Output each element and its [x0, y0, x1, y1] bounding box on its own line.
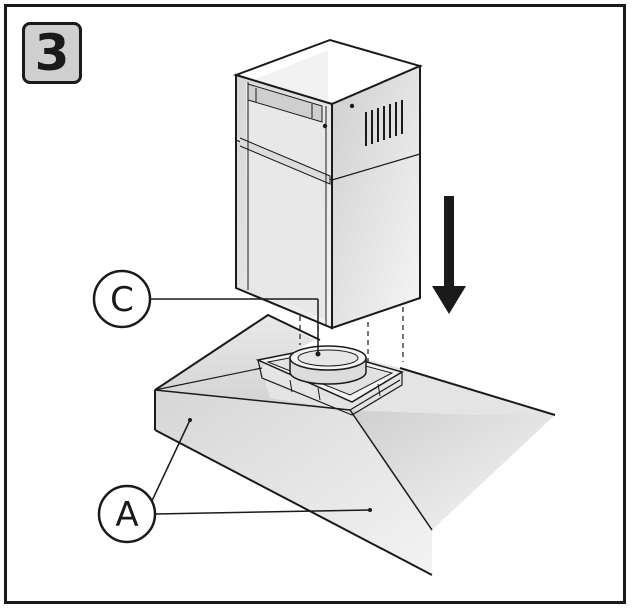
canopy-side-face	[350, 410, 555, 530]
duct-collar	[289, 345, 367, 385]
arrow-down-icon	[432, 196, 466, 314]
canopy-front-face	[155, 390, 432, 575]
step-badge: 3	[22, 22, 82, 84]
callout-a: A	[97, 419, 371, 544]
chimney-right-panel	[331, 64, 421, 330]
chimney-cover	[232, 38, 423, 330]
chimney-screw-mid	[322, 123, 328, 129]
callout-c: C	[92, 269, 319, 352]
hood-canopy	[154, 313, 556, 576]
chimney-screw-top	[349, 103, 355, 109]
collar-dot	[315, 351, 321, 357]
callout-a-label: A	[115, 495, 138, 535]
callout-c-label: C	[110, 280, 134, 320]
vent-grille-icon	[365, 100, 403, 146]
canopy-top-left	[155, 315, 350, 410]
step-number: 3	[34, 24, 70, 82]
